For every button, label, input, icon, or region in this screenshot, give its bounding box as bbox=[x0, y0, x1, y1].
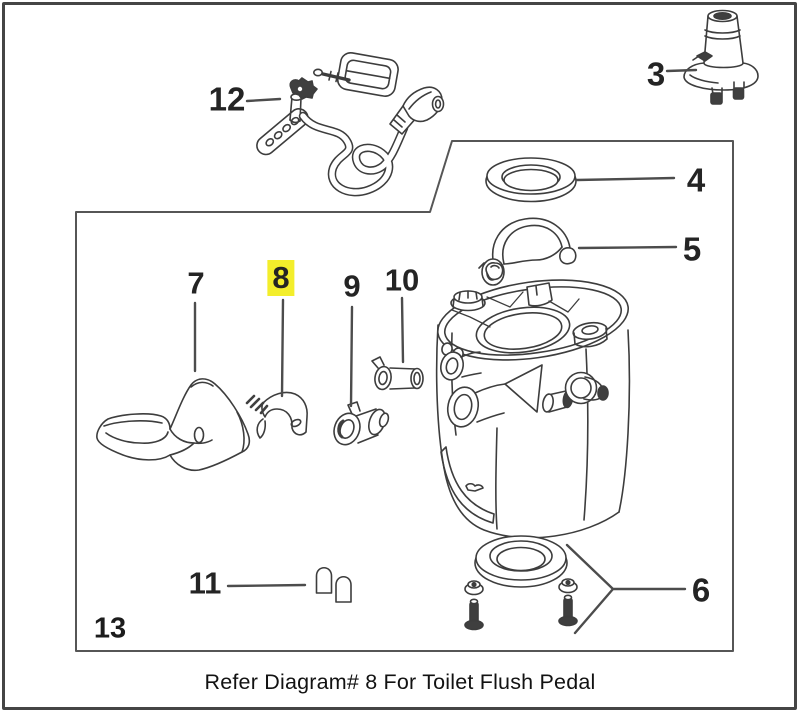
callout-label-9: 9 bbox=[343, 268, 361, 304]
callout-label-7: 7 bbox=[187, 265, 205, 301]
part-6-flange-seal-and-bolts bbox=[464, 535, 578, 631]
part-10-elbow-fitting bbox=[371, 356, 424, 391]
part-8-pedal-linkage bbox=[245, 391, 308, 439]
mounting-screw bbox=[312, 68, 351, 83]
part-13-base-housing bbox=[435, 262, 631, 539]
callout-label-3: 3 bbox=[646, 55, 666, 93]
diagram-panel-border bbox=[75, 140, 734, 652]
part-11-caps bbox=[315, 566, 352, 603]
callout-leader-lines bbox=[193, 68, 698, 635]
part-3-valve-fitting bbox=[683, 9, 759, 105]
callout-label-6: 6 bbox=[691, 571, 711, 609]
caption: Refer Diagram# 8 For Toilet Flush Pedal bbox=[204, 670, 596, 694]
callout-label-10: 10 bbox=[384, 262, 420, 298]
part-9-cylinder-fitting bbox=[333, 401, 390, 446]
sprayer-head bbox=[389, 86, 445, 135]
callout-label-12: 12 bbox=[208, 80, 246, 118]
callout-label-5: 5 bbox=[682, 230, 702, 268]
part-12-sprayer-hose-assembly bbox=[256, 52, 445, 197]
callout-label-4: 4 bbox=[686, 161, 706, 199]
callout-label-8-highlighted: 8 bbox=[267, 260, 295, 296]
sheet-number: 13 bbox=[93, 612, 127, 645]
sprayer-holder-bracket bbox=[336, 52, 399, 97]
part-7-flush-pedal bbox=[96, 378, 251, 472]
callout-label-11: 11 bbox=[188, 565, 222, 601]
valve-fitting bbox=[289, 77, 318, 100]
part-4-seal-ring bbox=[485, 157, 577, 203]
